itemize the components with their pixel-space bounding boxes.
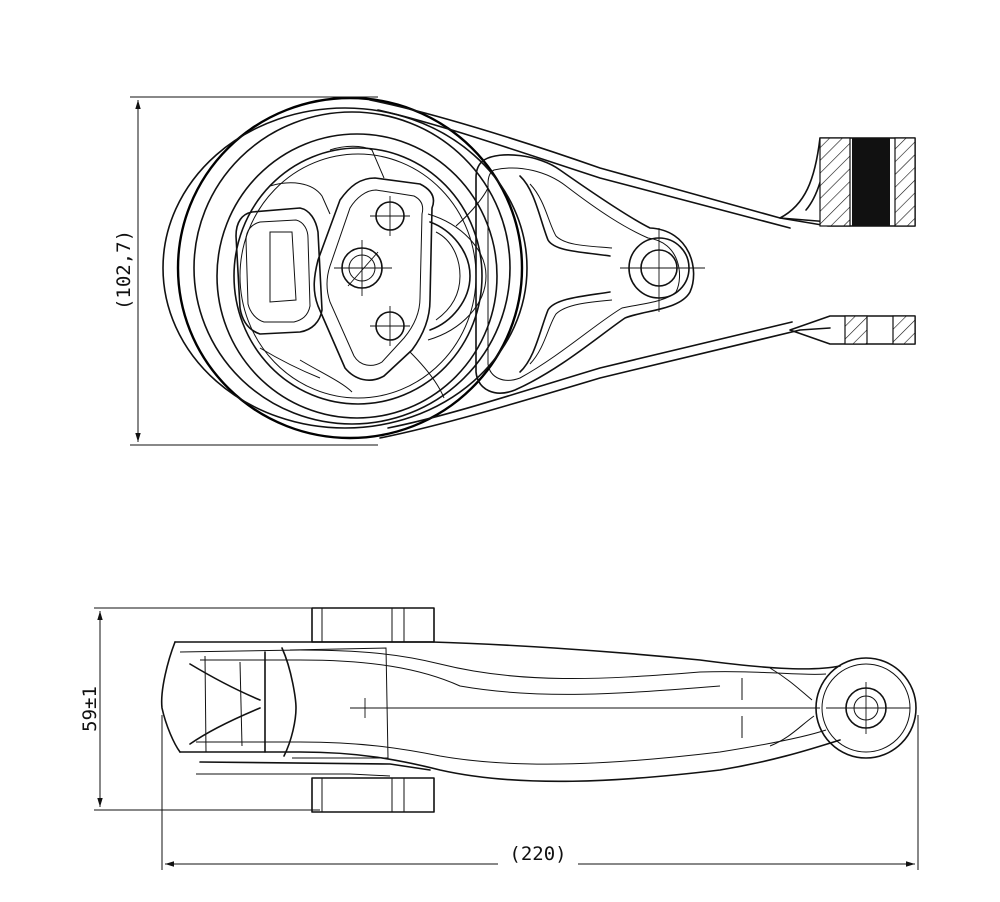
side-view bbox=[74, 607, 919, 870]
dimension-height-top: (102,7) bbox=[113, 230, 135, 310]
top-view bbox=[110, 96, 916, 446]
dimension-height-side: 59±1 bbox=[79, 686, 101, 732]
dimension-overall-length: (220) bbox=[509, 843, 566, 865]
